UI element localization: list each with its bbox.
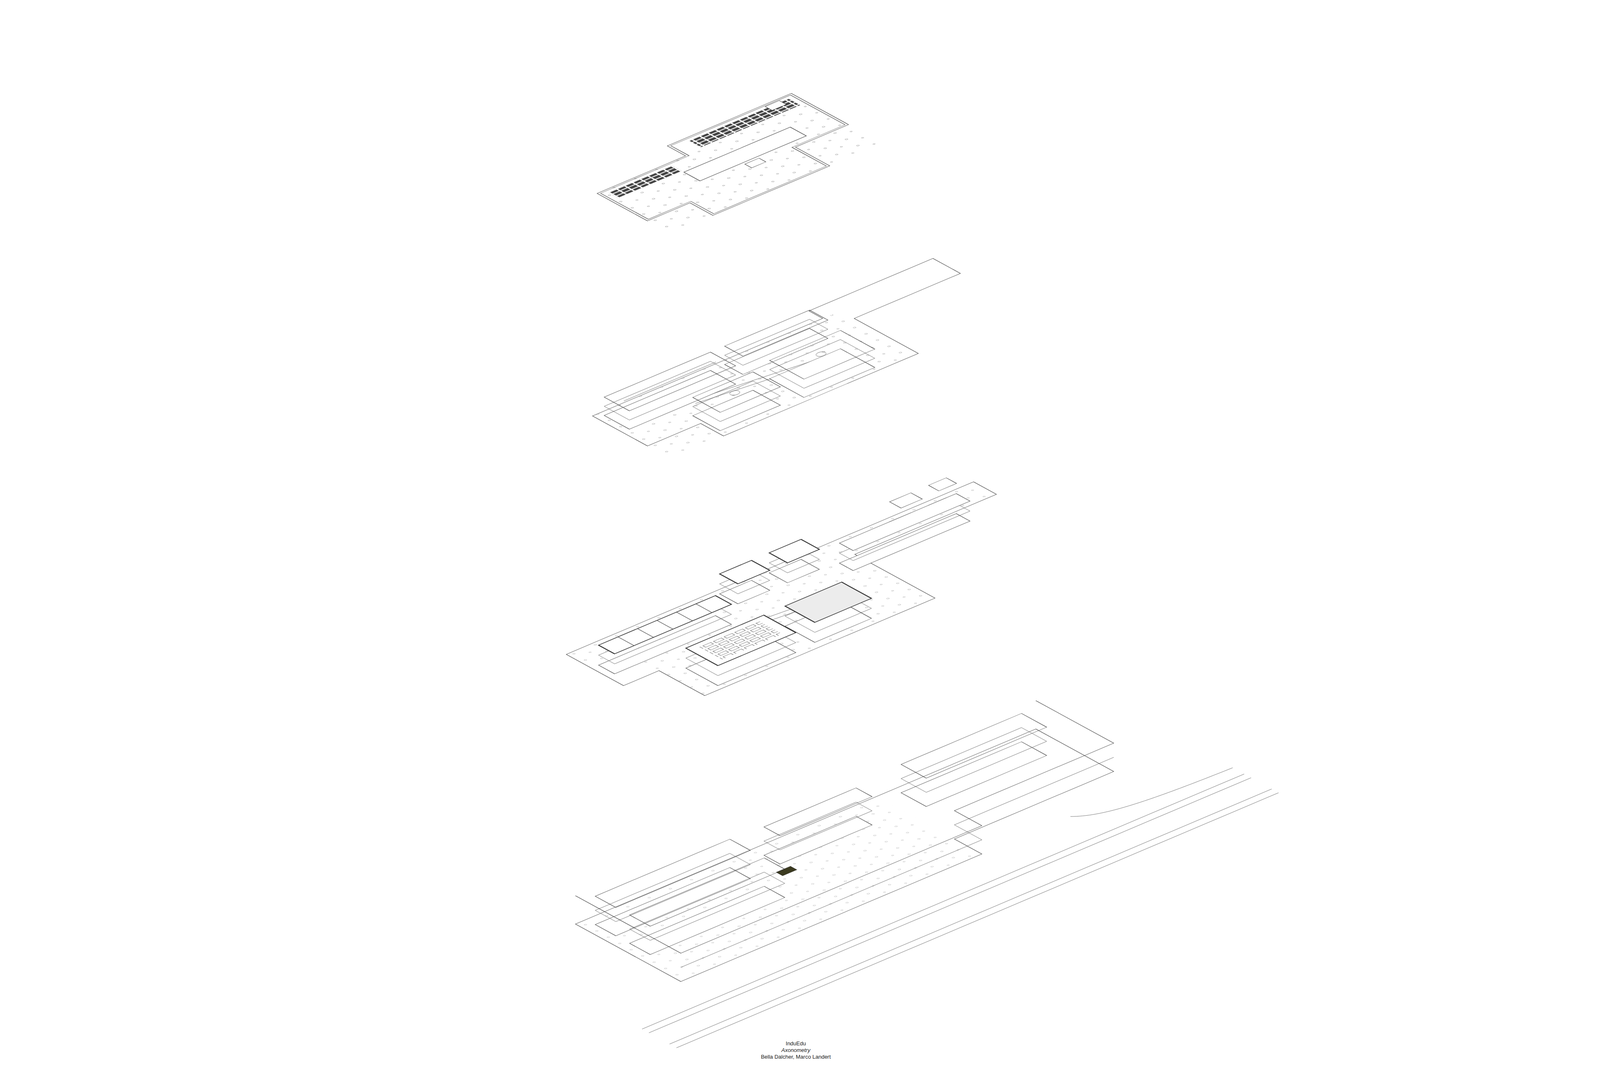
caption-line: InduEdu (712, 1040, 880, 1047)
roof-level (578, 93, 883, 234)
upper-floor (578, 258, 1025, 459)
ground-floor (566, 481, 1077, 711)
site-level (504, 698, 1279, 1048)
caption-line: Axonometry (712, 1046, 880, 1054)
caption-block: InduEduAxonometryBella Dalcher, Marco La… (712, 1040, 880, 1060)
caption-line: Bella Dalcher, Marco Landert (712, 1053, 880, 1060)
